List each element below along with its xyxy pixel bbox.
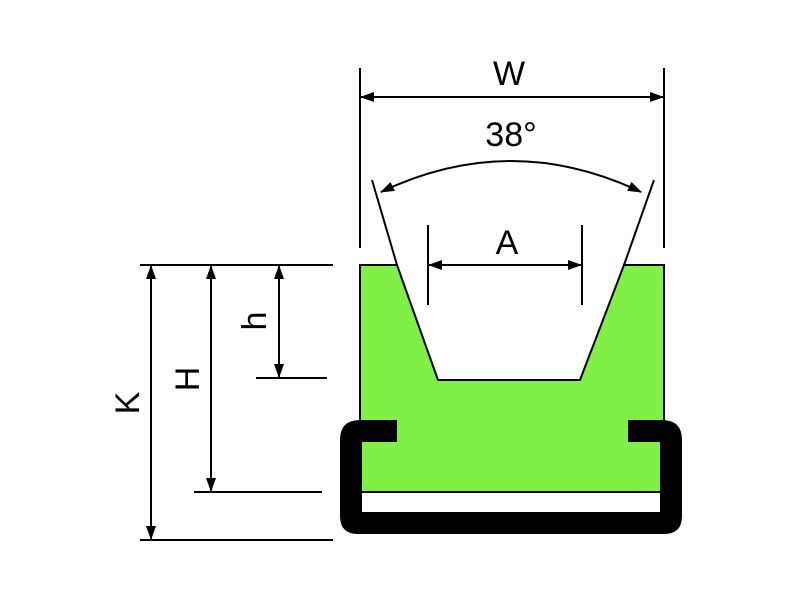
- label-H: H: [169, 367, 207, 392]
- green-profile: [359, 264, 665, 493]
- black-carrier-profile: [340, 420, 682, 534]
- angle-extension-right: [623, 179, 655, 266]
- label-angle: 38°: [485, 116, 536, 154]
- label-w: W: [493, 55, 525, 93]
- angle-arc: [380, 160, 642, 193]
- label-a: A: [496, 224, 519, 262]
- label-K: K: [109, 391, 147, 414]
- label-h-small: h: [236, 312, 274, 331]
- angle-extension-left: [371, 179, 398, 266]
